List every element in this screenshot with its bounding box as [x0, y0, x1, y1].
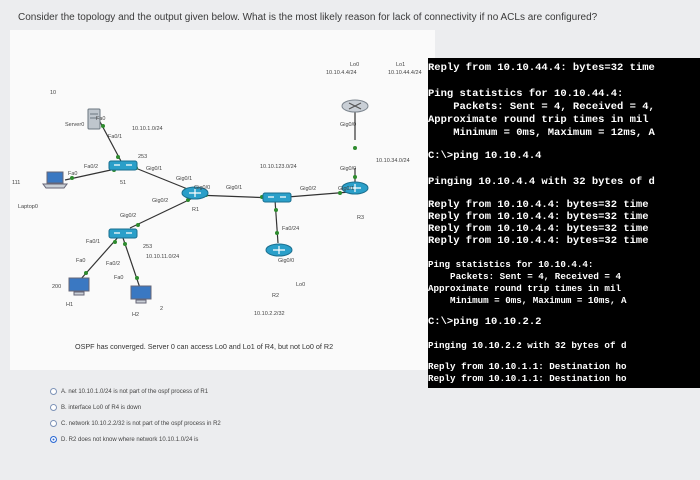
router-r1-icon[interactable]: [180, 185, 210, 201]
option-b-label[interactable]: B. interface Lo0 of R4 is down: [61, 404, 142, 411]
label-253-top: 253: [138, 154, 148, 160]
option-a-radio[interactable]: [50, 388, 57, 395]
console-line: Pinging 10.10.4.4 with 32 bytes of d: [428, 176, 655, 188]
h2-label: H2: [132, 312, 140, 318]
option-c-radio[interactable]: [50, 420, 57, 427]
r4-lo1-label: Lo1: [396, 62, 406, 68]
console-line: Minimum = 0ms, Maximum = 10ms, A: [428, 295, 627, 306]
console-line: C:\>ping 10.10.4.4: [428, 150, 542, 162]
r4-gig00-label: Gig0/0: [340, 122, 357, 128]
r2-gig00-label: Gig0/0: [278, 258, 295, 264]
console-line: Packets: Sent = 4, Received = 4: [428, 271, 621, 282]
r4-lo0-network: 10.10.4.4/24: [326, 70, 357, 76]
server0-icon[interactable]: [84, 108, 104, 130]
console-line: Approximate round trip times in mil: [428, 114, 649, 126]
topology-links: [64, 110, 357, 289]
r1-gig02-label: Gig0/2: [152, 198, 169, 204]
s2-fa01-label: Fa0/1: [86, 239, 101, 245]
host-h2-icon[interactable]: [128, 284, 154, 306]
h2-fa0-label: Fa0: [114, 275, 124, 281]
r1-gig00-label: Gig0/0: [194, 185, 211, 191]
host-h1-icon[interactable]: [66, 276, 92, 298]
console-line: Reply from 10.10.1.1: Destination ho: [428, 373, 627, 384]
option-b[interactable]: B. interface Lo0 of R4 is down: [50, 404, 141, 411]
s2-gig02-label: Gig0/2: [120, 213, 137, 219]
r3-gig01-label: Gig0/1: [338, 186, 355, 192]
console-line: Ping statistics for 10.10.44.4:: [428, 88, 624, 100]
option-a-label[interactable]: A. net 10.10.1.0/24 is not part of the o…: [61, 388, 209, 395]
console-line: Ping statistics for 10.10.4.4:: [428, 259, 594, 270]
center-gig01-label: Gig0/1: [226, 185, 243, 191]
diagram-caption: OSPF has converged. Server 0 can access …: [75, 342, 334, 351]
option-b-radio[interactable]: [50, 404, 57, 411]
s1-fa02-label: Fa0/2: [84, 164, 99, 170]
label-111: 111: [12, 180, 21, 186]
question-text: Consider the topology and the output giv…: [18, 12, 598, 23]
net-10-10-2-2-label: 10.10.2.2/32: [254, 311, 285, 317]
r3-label: R3: [357, 215, 365, 221]
r4-lo0-label: Lo0: [350, 62, 360, 68]
console-line: Pinging 10.10.2.2 with 32 bytes of d: [428, 340, 627, 351]
net-10-10-11-label: 10.10.11.0/24: [146, 254, 180, 260]
s2-fa02-label: Fa0/2: [106, 261, 121, 267]
console-line: Approximate round trip times in mil: [428, 283, 621, 294]
switch-center-icon[interactable]: [262, 190, 292, 206]
option-d[interactable]: D. R2 does not know where network 10.10.…: [50, 436, 198, 443]
label-253-bottom: 253: [143, 244, 153, 250]
r3-gig02-label: Gig0/2: [300, 186, 317, 192]
router-r4-icon[interactable]: [340, 98, 370, 114]
console-line: Reply from 10.10.44.4: bytes=32 time: [428, 62, 655, 74]
r3-gig00-label: Gig0/0: [340, 166, 357, 172]
h1-fa0-label: Fa0: [76, 258, 86, 264]
router-r3-icon[interactable]: [340, 180, 370, 196]
ping-console-output: Reply from 10.10.44.4: bytes=32 time Pin…: [428, 58, 700, 388]
net-10-10-123-label: 10.10.123.0/24: [260, 164, 297, 170]
r2-lo0-label: Lo0: [296, 282, 306, 288]
option-a[interactable]: A. net 10.10.1.0/24 is not part of the o…: [50, 388, 208, 395]
laptop0-label: Laptop0: [18, 204, 38, 210]
option-d-label[interactable]: D. R2 does not know where network 10.10.…: [61, 436, 199, 443]
switch-fa024-label: Fa0/24: [282, 226, 300, 232]
r2-label: R2: [272, 293, 280, 299]
server0-label: Server0: [65, 122, 85, 128]
laptop0-icon[interactable]: [42, 170, 68, 190]
option-c-label[interactable]: C. network 10.10.2.2/32 is not part of t…: [61, 420, 221, 427]
label-51: 51: [120, 180, 127, 186]
console-line: Reply from 10.10.4.4: bytes=32 time: [428, 211, 649, 223]
switch-s2-icon[interactable]: [108, 226, 138, 240]
option-c[interactable]: C. network 10.10.2.2/32 is not part of t…: [50, 420, 221, 427]
s1-gig01-label: Gig0/1: [146, 166, 163, 172]
console-line: Reply from 10.10.4.4: bytes=32 time: [428, 235, 649, 247]
r4-lo1-network: 10.10.44.4/24: [388, 70, 422, 76]
router-r2-icon[interactable]: [264, 242, 294, 258]
console-line: C:\>ping 10.10.2.2: [428, 316, 542, 328]
label-200: 200: [52, 284, 62, 290]
laptop-fa0-label: Fa0: [68, 171, 78, 177]
server-fa0-label: Fa0: [96, 116, 106, 122]
label-2: 2: [160, 306, 164, 312]
h1-label: H1: [66, 302, 74, 308]
r1-label: R1: [192, 207, 200, 213]
switch-s1-icon[interactable]: [108, 158, 138, 172]
label-10: 10: [50, 90, 57, 96]
s1-fa01-label: Fa0/1: [108, 134, 123, 140]
console-line: Packets: Sent = 4, Received = 4,: [428, 101, 655, 113]
net-10-10-1-label: 10.10.1.0/24: [132, 126, 163, 132]
console-line: Reply from 10.10.4.4: bytes=32 time: [428, 223, 649, 235]
net-10-10-34-label: 10.10.34.0/24: [376, 158, 410, 164]
console-line: Reply from 10.10.4.4: bytes=32 time: [428, 199, 649, 211]
option-d-radio[interactable]: [50, 436, 57, 443]
topology-diagram: Lo0 10.10.4.4/24 Lo1 10.10.44.4/24 10 Se…: [10, 30, 435, 370]
r1-gig01-label: Gig0/1: [176, 176, 193, 182]
console-line: Reply from 10.10.1.1: Destination ho: [428, 361, 627, 372]
console-line: Minimum = 0ms, Maximum = 12ms, A: [428, 127, 655, 139]
